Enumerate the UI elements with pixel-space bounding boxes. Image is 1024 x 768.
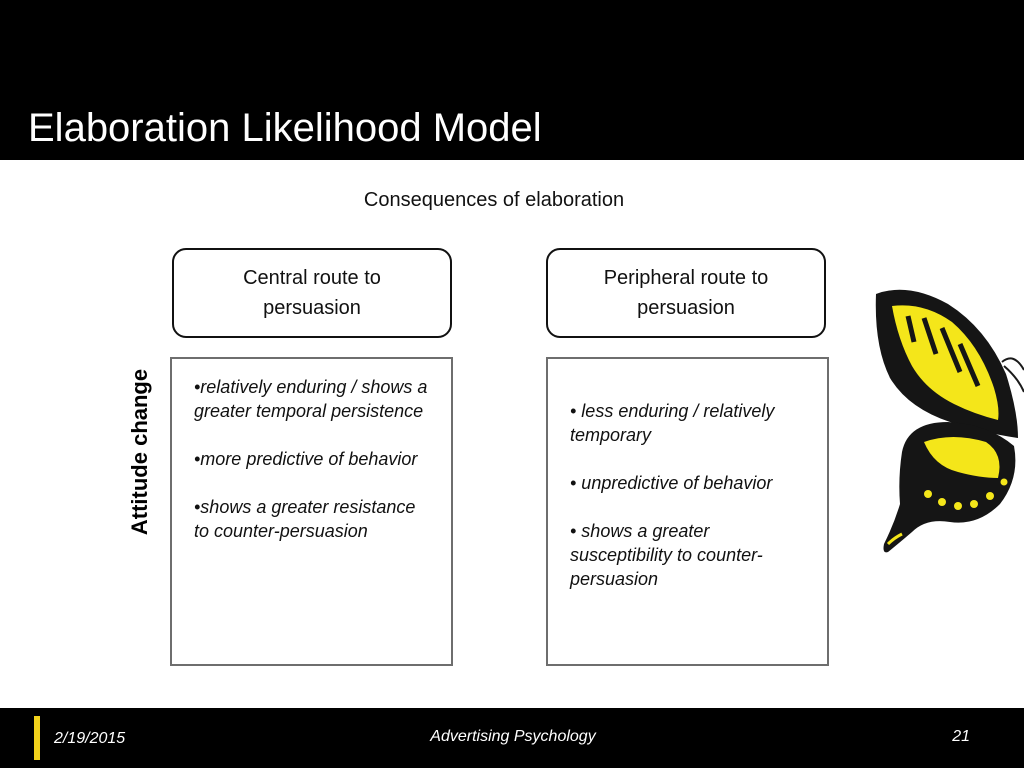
footer-bar [0, 708, 1024, 768]
slide-subtitle: Consequences of elaboration [363, 189, 625, 211]
peripheral-bullet-1: • less enduring / relatively temporary [570, 401, 775, 445]
footer-accent-stripe [34, 716, 40, 760]
footer-course-name: Advertising Psychology [430, 728, 596, 745]
central-route-heading: Central route to persuasion [243, 267, 381, 319]
attitude-change-label: Attitude change [127, 368, 152, 536]
butterfly-image [875, 289, 1024, 553]
central-route-details: •relatively enduring / shows a greater t… [170, 357, 453, 666]
central-bullet-3: •shows a greater resistance to counter-p… [194, 497, 416, 541]
footer-page-number: 21 [952, 728, 970, 745]
central-bullet-1: •relatively enduring / shows a greater t… [194, 377, 428, 421]
peripheral-route-details: • less enduring / relatively temporary •… [546, 357, 829, 666]
peripheral-bullet-3: • shows a greater susceptibility to coun… [570, 521, 763, 589]
peripheral-route-box: Peripheral route to persuasion [546, 248, 826, 338]
footer-date: 2/19/2015 [54, 730, 126, 747]
title-bar [0, 0, 1024, 160]
central-route-box: Central route to persuasion [172, 248, 452, 338]
central-bullet-2: •more predictive of behavior [194, 449, 418, 469]
peripheral-route-heading: Peripheral route to persuasion [603, 267, 769, 319]
peripheral-bullet-2: • unpredictive of behavior [570, 473, 773, 493]
slide-title: Elaboration Likelihood Model [28, 106, 542, 150]
